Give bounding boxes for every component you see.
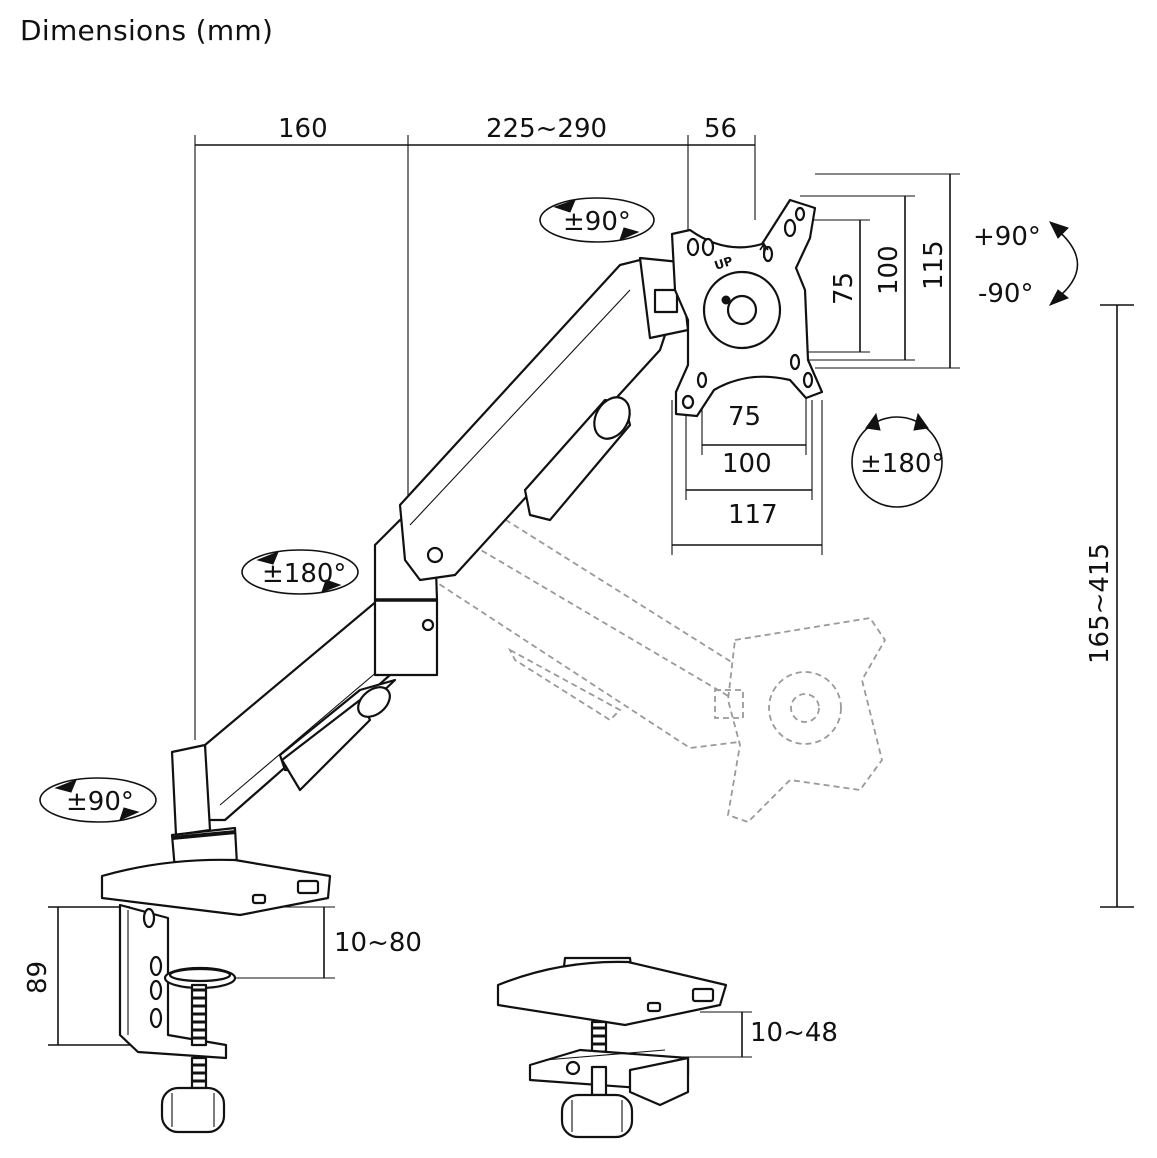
clamp-height-lines — [48, 906, 130, 1046]
dim-head-depth: 56 — [704, 114, 737, 144]
tilt-indicator — [1048, 221, 1079, 306]
page-title: Dimensions (mm) — [20, 14, 274, 47]
dim-arm-reach: 225~290 — [486, 114, 607, 144]
head-swivel-indicator — [539, 197, 655, 243]
rot-rotation: ±180° — [860, 449, 944, 479]
rotation-indicator — [851, 412, 943, 508]
grommet-desk-range-lines — [680, 1011, 752, 1058]
vesa-up-label: UP — [713, 254, 735, 273]
rot-tilt-up: +90° — [973, 222, 1041, 252]
dim-grommet-desk-range: 10~48 — [750, 1018, 838, 1048]
rot-head-swivel: ±90° — [563, 207, 631, 237]
vesa-plate: UP — [670, 198, 824, 418]
ghost-arm-position — [409, 487, 887, 824]
c-clamp — [118, 903, 237, 1134]
pole — [170, 743, 239, 872]
dim-vesa-w-100: 100 — [722, 449, 772, 479]
height-range-lines — [1100, 304, 1134, 908]
elbow-swivel-indicator — [241, 549, 359, 595]
dim-arm-base-offset: 160 — [278, 114, 328, 144]
clamp-base — [100, 858, 332, 917]
dim-vesa-w-117: 117 — [728, 500, 778, 530]
rot-elbow: ±180° — [262, 559, 346, 589]
dim-vesa-w-75: 75 — [728, 402, 761, 432]
clamp-desk-range-lines — [230, 906, 335, 979]
dim-clamp-height: 89 — [23, 961, 53, 994]
vesa-height-lines — [795, 173, 960, 369]
grommet-base — [496, 956, 728, 1139]
dim-height-range: 165~415 — [1085, 543, 1115, 664]
rot-tilt-down: -90° — [978, 279, 1033, 309]
dim-clamp-desk-range: 10~80 — [334, 928, 422, 958]
dim-vesa-h-100: 100 — [874, 245, 904, 295]
top-dimension-lines — [194, 135, 756, 740]
dim-vesa-h-115: 115 — [919, 240, 949, 290]
rot-base: ±90° — [66, 787, 134, 817]
dim-vesa-h-75: 75 — [829, 272, 859, 305]
upper-arm — [398, 258, 667, 582]
base-swivel-indicator — [39, 777, 157, 823]
